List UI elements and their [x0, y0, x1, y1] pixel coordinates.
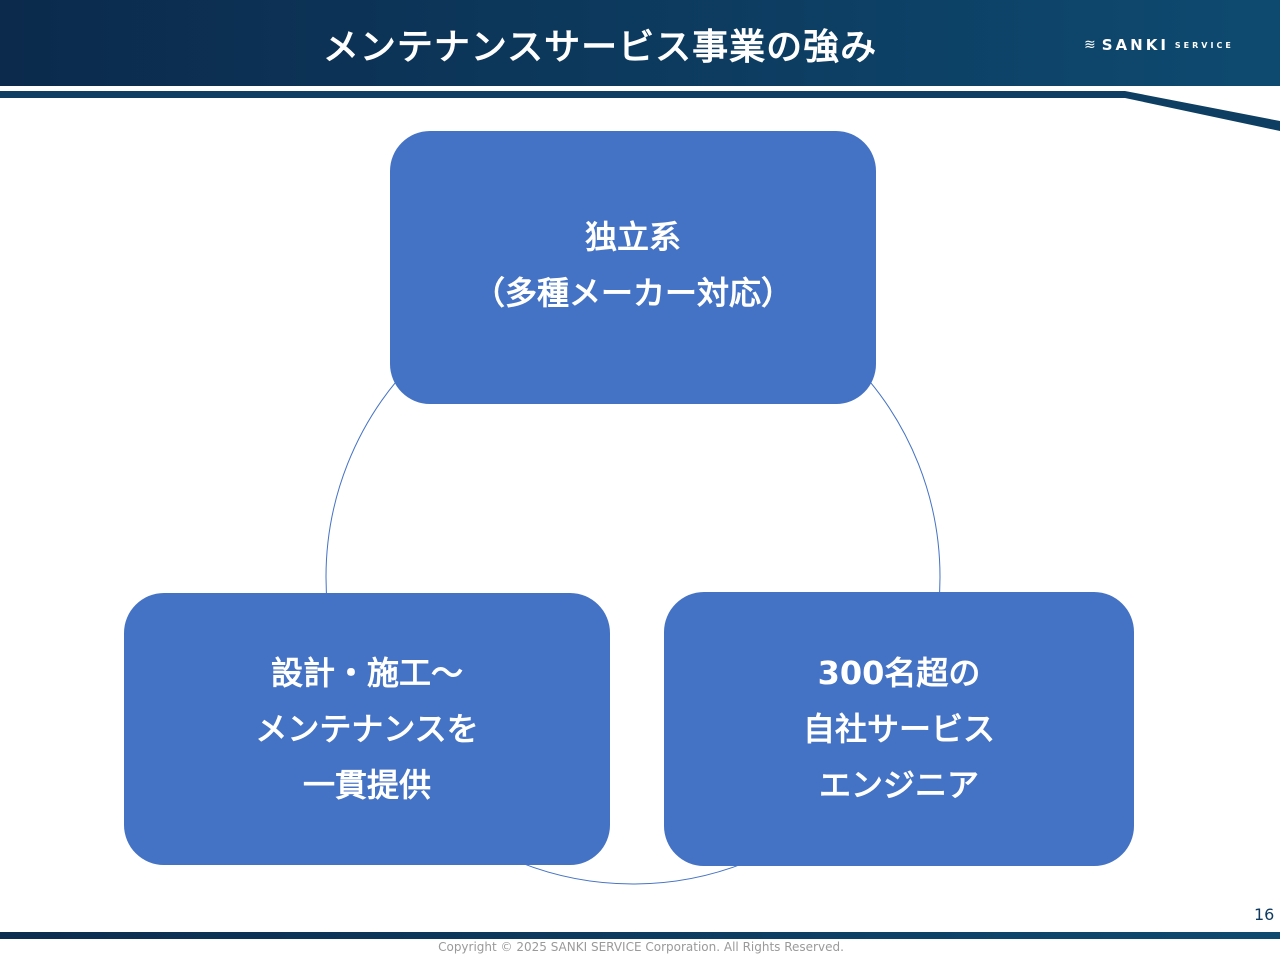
logo-waves-icon: ≋: [1084, 37, 1096, 53]
header-banner: [0, 0, 1280, 131]
page-number: 16: [1254, 905, 1275, 924]
box-line: エンジニア: [818, 766, 979, 804]
box-line: 一貫提供: [302, 766, 431, 804]
footer-bar: [0, 932, 1280, 939]
box-line: メンテナンスを: [255, 710, 479, 748]
box-line: 自社サービス: [802, 710, 995, 748]
box-line: （多種メーカー対応）: [472, 274, 793, 312]
page-title: メンテナンスサービス事業の強み: [322, 27, 878, 68]
box-line: 独立系: [584, 218, 681, 256]
box-line: 300名超の: [817, 654, 981, 692]
strength-box-engineers: 300名超の 自社サービス エンジニア: [664, 592, 1134, 866]
strength-box-independent: 独立系 （多種メーカー対応）: [390, 131, 876, 404]
box-line: 設計・施工～: [270, 654, 463, 692]
company-logo: ≋ SANKI SERVICE: [1084, 36, 1234, 54]
copyright: Copyright © 2025 SANKI SERVICE Corporati…: [438, 940, 844, 954]
strength-box-integrated: 設計・施工～ メンテナンスを 一貫提供: [124, 593, 610, 865]
